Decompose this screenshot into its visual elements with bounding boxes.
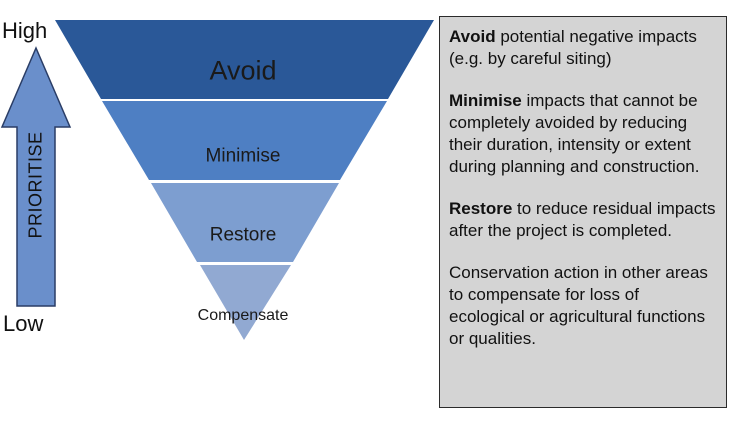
priority-arrow-shape bbox=[0, 46, 72, 307]
tier-compensate-label: Compensate bbox=[197, 307, 289, 324]
tier-avoid-shape bbox=[55, 20, 434, 99]
tier-avoid-label: Avoid bbox=[209, 55, 277, 86]
description-restore: Restore to reduce residual impacts after… bbox=[449, 198, 718, 242]
tier-minimise-label: Minimise bbox=[205, 145, 281, 167]
tier-minimise-shape bbox=[102, 101, 387, 180]
description-restore-text: to reduce residual impacts after the pro… bbox=[449, 199, 716, 240]
description-compensate-text: Conservation action in other areas to co… bbox=[449, 263, 708, 348]
description-avoid-text: potential negative impacts (e.g. by care… bbox=[449, 27, 697, 68]
description-avoid-term: Avoid bbox=[449, 27, 496, 46]
description-minimise-term: Minimise bbox=[449, 91, 522, 110]
description-restore-term: Restore bbox=[449, 199, 513, 218]
description-minimise-text: impacts that cannot be completely avoide… bbox=[449, 91, 700, 176]
description-box: Avoid potential negative impacts (e.g. b… bbox=[439, 16, 727, 408]
description-avoid: Avoid potential negative impacts (e.g. b… bbox=[449, 26, 718, 70]
description-minimise: Minimise impacts that cannot be complete… bbox=[449, 90, 718, 178]
high-label: High bbox=[2, 18, 48, 43]
low-label: Low bbox=[3, 311, 44, 336]
tier-compensate-shape bbox=[200, 265, 291, 340]
description-compensate: Conservation action in other areas to co… bbox=[449, 262, 718, 350]
tier-restore-shape bbox=[151, 183, 339, 262]
tier-restore-label: Restore bbox=[209, 224, 277, 246]
